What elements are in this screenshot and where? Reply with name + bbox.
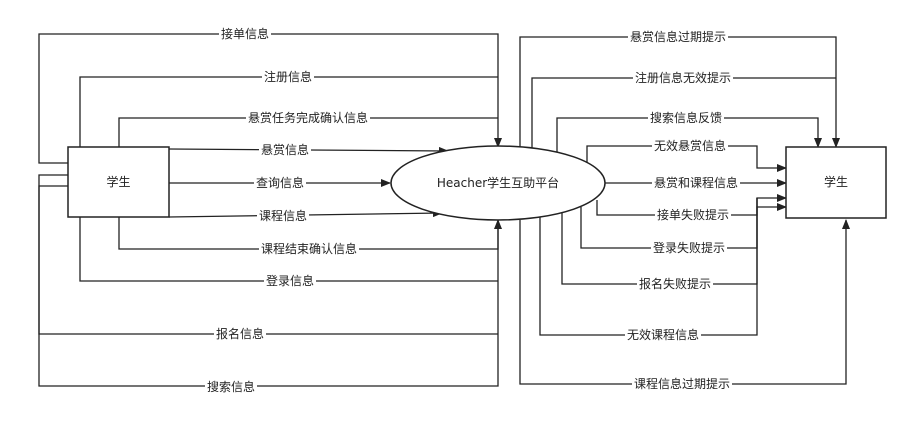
label-background: [632, 69, 734, 86]
flow-xuanshang-wancheng: [118, 117, 498, 147]
label-baoming: 报名信息: [216, 326, 264, 341]
label-background: [261, 68, 315, 85]
flow-sousuo: [38, 185, 499, 387]
right-entity-label: 学生: [824, 174, 848, 189]
label-background: [624, 326, 702, 343]
label-kecheng: 课程信息: [259, 208, 307, 223]
left-entity-label: 学生: [106, 174, 130, 189]
label-background: [631, 375, 733, 392]
label-background: [258, 141, 312, 158]
label-background: [245, 109, 371, 126]
label-background: [647, 109, 725, 126]
label-kecheng-guoqi: 课程信息过期提示: [634, 376, 730, 391]
label-background: [218, 25, 272, 42]
output-flow-labels: 悬赏信息过期提示 注册信息无效提示 搜索信息反馈 无效悬赏信息 悬赏和课程信息 …: [624, 28, 741, 392]
label-wuxiao-kecheng: 无效课程信息: [627, 327, 699, 342]
label-jiedan-shibai: 接单失败提示: [657, 207, 729, 222]
label-xuanshang-wancheng: 悬赏任务完成确认信息: [248, 110, 368, 125]
right-entity-box: 学生: [785, 146, 887, 219]
flow-zhuce: [79, 76, 498, 147]
label-background: [253, 174, 307, 191]
label-wuxiao-xuanshang: 无效悬赏信息: [654, 138, 726, 153]
platform-label: Heacher学生互助平台: [437, 175, 559, 190]
label-sousuo: 搜索信息: [207, 379, 255, 394]
flow-xuanshang-guoqi: [519, 36, 840, 148]
label-denglu-shibai: 登录失败提示: [653, 240, 725, 255]
input-flow-labels: 接单信息 注册信息 悬赏任务完成确认信息 悬赏信息 查询信息 课程信息 课程结束…: [204, 25, 371, 395]
flow-zhuce-wuxiao: [531, 77, 836, 150]
label-background: [204, 378, 258, 395]
label-kecheng-jieshu: 课程结束确认信息: [261, 241, 357, 256]
label-background: [213, 325, 267, 342]
label-denglu: 登录信息: [266, 273, 314, 288]
label-xuanshang-guoqi: 悬赏信息过期提示: [630, 29, 726, 44]
label-sousuo-fankui: 搜索信息反馈: [650, 110, 722, 125]
label-xuanshang-kecheng: 悬赏和课程信息: [654, 175, 738, 190]
label-background: [263, 272, 317, 289]
label-background: [651, 137, 729, 154]
label-xuanshang: 悬赏信息: [261, 142, 309, 157]
label-baoming-shibai: 报名失败提示: [639, 276, 711, 291]
flow-wuxiao-kecheng: [539, 203, 787, 336]
label-zhuce-wuxiao: 注册信息无效提示: [635, 70, 731, 85]
label-zhuce: 注册信息: [264, 69, 312, 84]
label-background: [651, 174, 741, 191]
flow-denglu: [79, 217, 498, 282]
label-background: [256, 207, 310, 224]
platform-process: Heacher学生互助平台: [390, 145, 606, 221]
label-jiedan: 接单信息: [221, 26, 269, 41]
flow-jiedan: [38, 33, 502, 164]
label-chaxun: 查询信息: [256, 175, 304, 190]
label-background: [258, 240, 360, 257]
left-entity-box: 学生: [67, 146, 170, 218]
label-background: [636, 275, 714, 292]
flow-wuxiao-xuanshang: [586, 145, 787, 172]
label-background: [650, 239, 728, 256]
label-background: [654, 206, 732, 223]
label-background: [627, 28, 729, 45]
